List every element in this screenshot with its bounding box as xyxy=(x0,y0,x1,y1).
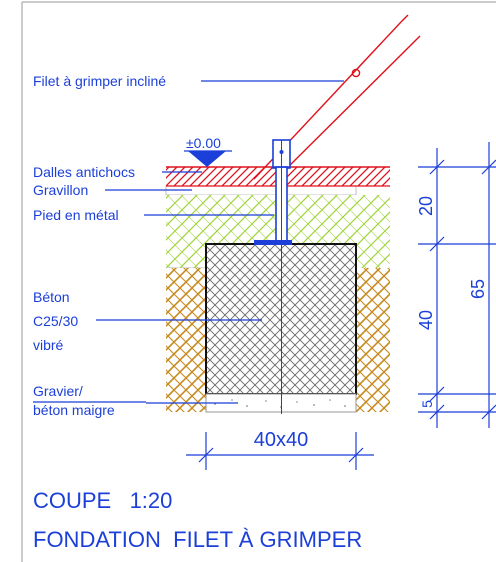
horizontal-dimension xyxy=(186,432,374,470)
lean-concrete-dots xyxy=(214,399,346,408)
vertical-dimensions xyxy=(418,142,496,428)
dim-5: 5 xyxy=(419,400,435,408)
topsoil-green-layer-right xyxy=(356,195,390,268)
dim-20: 20 xyxy=(416,196,436,216)
subsoil-ochre-layer-right xyxy=(356,268,390,412)
label-impact-slabs: Dalles antichocs xyxy=(33,164,135,180)
level-text: ±0.00 xyxy=(186,135,221,151)
label-concrete-line3: vibré xyxy=(33,337,64,353)
dim-40: 40 xyxy=(416,310,436,330)
drawing-title-line2: FONDATION FILET À GRIMPER xyxy=(33,527,362,552)
subsoil-ochre-layer-left xyxy=(166,268,206,412)
label-inclined-net: Filet à grimper incliné xyxy=(33,73,166,89)
leader-lines xyxy=(96,80,344,404)
level-marker xyxy=(184,150,232,167)
label-concrete-line1: Béton xyxy=(33,289,70,305)
dim-65: 65 xyxy=(468,279,488,299)
label-metal-post: Pied en métal xyxy=(33,207,119,223)
label-gravel-base-line2: béton maigre xyxy=(33,402,115,418)
metal-post xyxy=(254,139,292,414)
label-concrete-line2: C25/30 xyxy=(33,313,78,329)
drawing-title-line1: COUPE 1:20 xyxy=(33,488,172,513)
dim-width: 40x40 xyxy=(254,429,309,451)
gravel-layer xyxy=(165,185,357,196)
label-gravel: Gravillon xyxy=(33,182,88,198)
label-gravel-base-line1: Gravier/ xyxy=(33,383,83,399)
